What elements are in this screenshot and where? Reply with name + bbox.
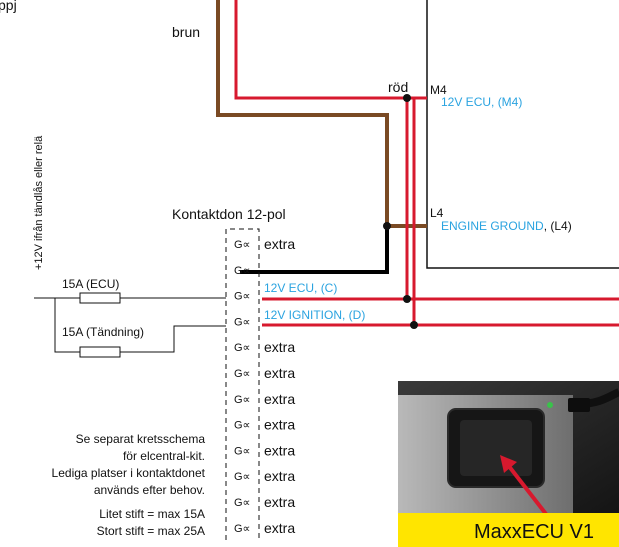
red-junction-ignition: [410, 321, 418, 329]
ecu-pin-m4: M4: [430, 83, 447, 97]
ecu-pin-m4-desc: 12V ECU, (M4): [441, 95, 522, 109]
connector-title: Kontaktdon 12-pol: [172, 206, 286, 222]
connector-pin-symbol: G∝: [234, 497, 250, 509]
note-line: Se separat kretsschema: [76, 432, 206, 446]
fuse-ignition-label: 15A (Tändning): [62, 325, 144, 339]
black-ground-wire: [240, 226, 389, 274]
connector-pin-symbol: G∝: [234, 239, 250, 251]
connector-row-label: extra: [264, 391, 295, 407]
ignition-line-label: 12V IGNITION, (D): [264, 308, 365, 322]
connector-pin-symbol: G∝: [234, 420, 250, 432]
connector-row-label: extra: [264, 339, 295, 355]
connector-row-label: extra: [264, 468, 295, 484]
ecu-status-led: [547, 402, 553, 408]
top-fragment-label: ppj: [0, 0, 17, 13]
connector-pin-symbol: G∝: [234, 523, 250, 535]
supply-wire-ignition: [54, 298, 226, 353]
connector-row-label: extra: [264, 494, 295, 510]
red-junction-top: [403, 94, 411, 102]
fuse-ecu-label: 15A (ECU): [62, 277, 119, 291]
l4-desc-blue: ENGINE GROUND: [441, 219, 544, 233]
red-wire-label: röd: [388, 79, 408, 95]
connector-row-label: extra: [264, 365, 295, 381]
brown-wire: [216, 0, 427, 228]
connector-pin-symbol: G∝: [234, 342, 250, 354]
connector-outline: [225, 228, 260, 540]
ecu-line-label: 12V ECU, (C): [264, 281, 337, 295]
ecu-pin-l4: L4: [430, 206, 444, 220]
connector-pin-symbol: G∝: [234, 316, 250, 328]
connector-pin-symbol: G∝: [234, 368, 250, 380]
connector-rows: G∝extraG∝G∝G∝G∝extraG∝extraG∝extraG∝extr…: [234, 236, 295, 536]
note-line: för elcentral-kit.: [123, 449, 205, 463]
fuse-ecu: [79, 292, 121, 304]
fuse-ignition: [79, 346, 121, 358]
photo-caption: MaxxECU V1: [474, 521, 594, 543]
usb-plug: [568, 398, 590, 412]
ground-junction: [383, 222, 391, 230]
red-junction-ecu: [403, 295, 411, 303]
l4-desc-black: , (L4): [544, 219, 572, 233]
ecu-box: [426, 0, 619, 269]
ecu-connector-pins: [460, 420, 532, 476]
red-wire-m4: [234, 0, 427, 100]
connector-row-label: extra: [264, 442, 295, 458]
photo-caption-bg: [398, 513, 619, 547]
note-line: Litet stift = max 15A: [99, 507, 205, 521]
note-line: Lediga platser i kontaktdonet: [52, 466, 206, 480]
connector-row-label: extra: [264, 236, 295, 252]
connector-row-label: extra: [264, 520, 295, 536]
note-line: används efter behov.: [94, 483, 205, 497]
ecu-pin-l4-desc: ENGINE GROUND, (L4): [441, 219, 572, 233]
connector-pin-symbol: G∝: [234, 445, 250, 457]
ecu-photo: MaxxECU V1: [398, 381, 619, 547]
connector-pin-symbol: G∝: [234, 265, 250, 277]
connector-row-label: extra: [264, 417, 295, 433]
callout-arrow: [506, 463, 548, 516]
notes-block: Se separat kretsschema för elcentral-kit…: [52, 432, 206, 538]
connector-pin-symbol: G∝: [234, 394, 250, 406]
supply-vertical-label: +12V ifrån tändlås eller relä: [33, 135, 45, 270]
brown-wire-label: brun: [172, 24, 200, 40]
connector-pin-symbol: G∝: [234, 291, 250, 303]
callout-arrowhead: [500, 455, 517, 473]
note-line: Stort stift = max 25A: [97, 524, 205, 538]
connector-pin-symbol: G∝: [234, 471, 250, 483]
